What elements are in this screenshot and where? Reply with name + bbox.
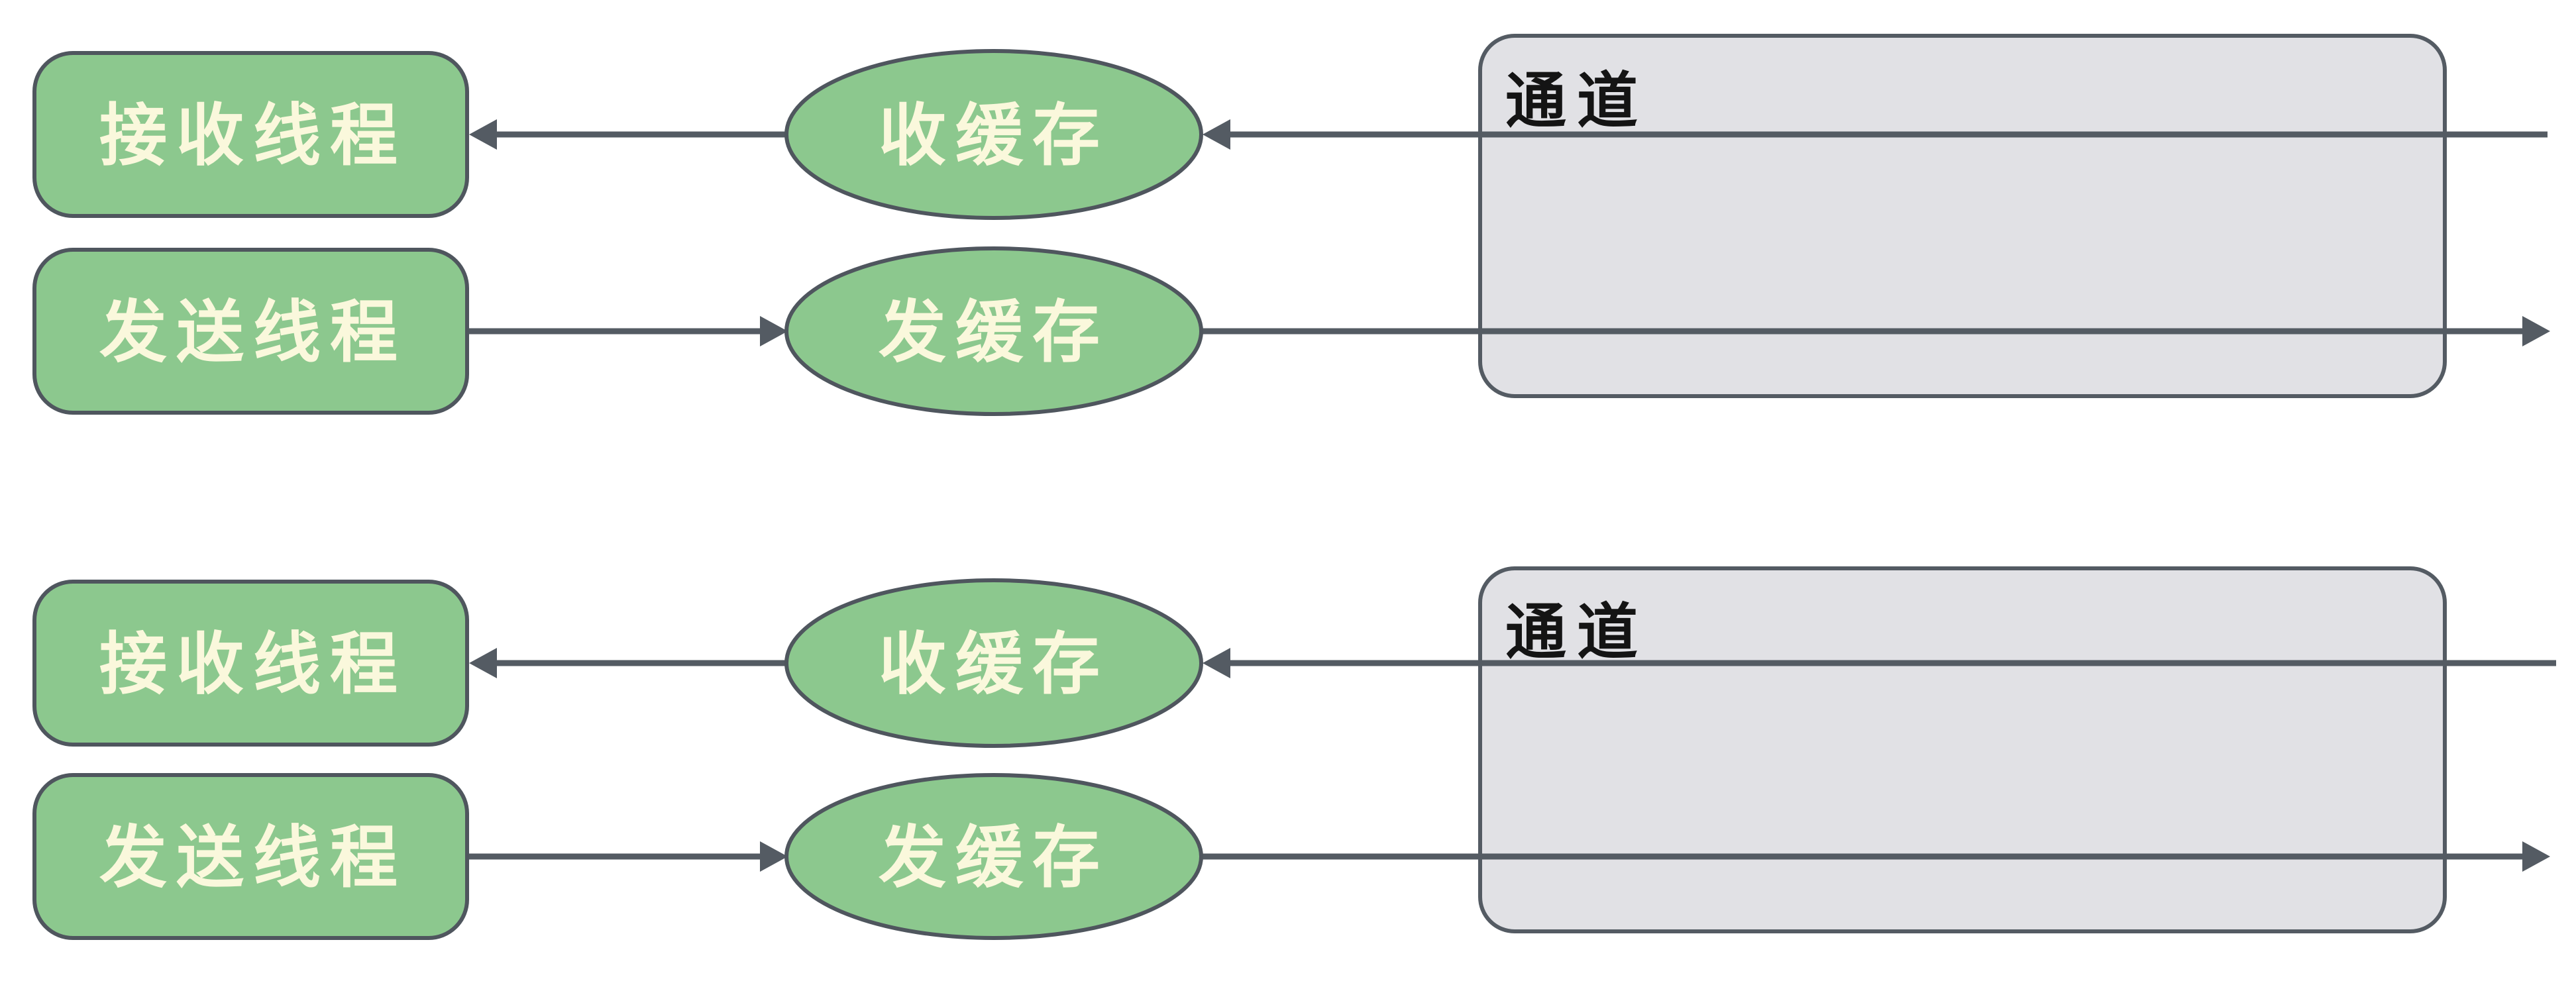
channel-box [1478, 566, 2447, 933]
arrowhead-into-send-buffer [760, 316, 788, 346]
send-buffer-label: 发缓存 [879, 820, 1109, 896]
arrowhead-into-receive-thread [469, 648, 497, 678]
send-thread-label: 发送线程 [99, 820, 407, 896]
send-thread-label: 发送线程 [99, 295, 407, 370]
send-thread-node [32, 248, 469, 415]
send-thread-node [32, 773, 469, 940]
diagram-2: 通道 接收线程 发送线程 收缓存 发缓存 [32, 566, 2556, 940]
recv-buffer-label: 收缓存 [879, 627, 1109, 702]
recv-buffer-node [784, 578, 1203, 748]
send-buffer-label: 发缓存 [879, 295, 1109, 370]
receive-thread-node [32, 51, 469, 218]
recv-buffer-node [784, 49, 1203, 220]
arrowhead-outbound [2522, 841, 2550, 872]
channel-label: 通道 [1505, 599, 1648, 666]
diagram-1: 通道 接收线程 发送线程 收缓存 发缓存 [32, 34, 2550, 416]
receive-thread-label: 接收线程 [99, 627, 407, 702]
receive-thread-node [32, 580, 469, 747]
send-buffer-node [784, 246, 1203, 416]
arrowhead-into-recv-buffer [1203, 119, 1230, 150]
arrowhead-into-recv-buffer [1203, 648, 1230, 678]
channel-box [1478, 34, 2447, 398]
arrowhead-outbound [2522, 316, 2550, 346]
receive-thread-label: 接收线程 [99, 98, 407, 174]
arrowhead-into-receive-thread [469, 119, 497, 150]
send-buffer-node [784, 773, 1203, 940]
channel-label: 通道 [1505, 68, 1648, 135]
arrowhead-into-send-buffer [760, 841, 788, 872]
recv-buffer-label: 收缓存 [879, 98, 1109, 174]
